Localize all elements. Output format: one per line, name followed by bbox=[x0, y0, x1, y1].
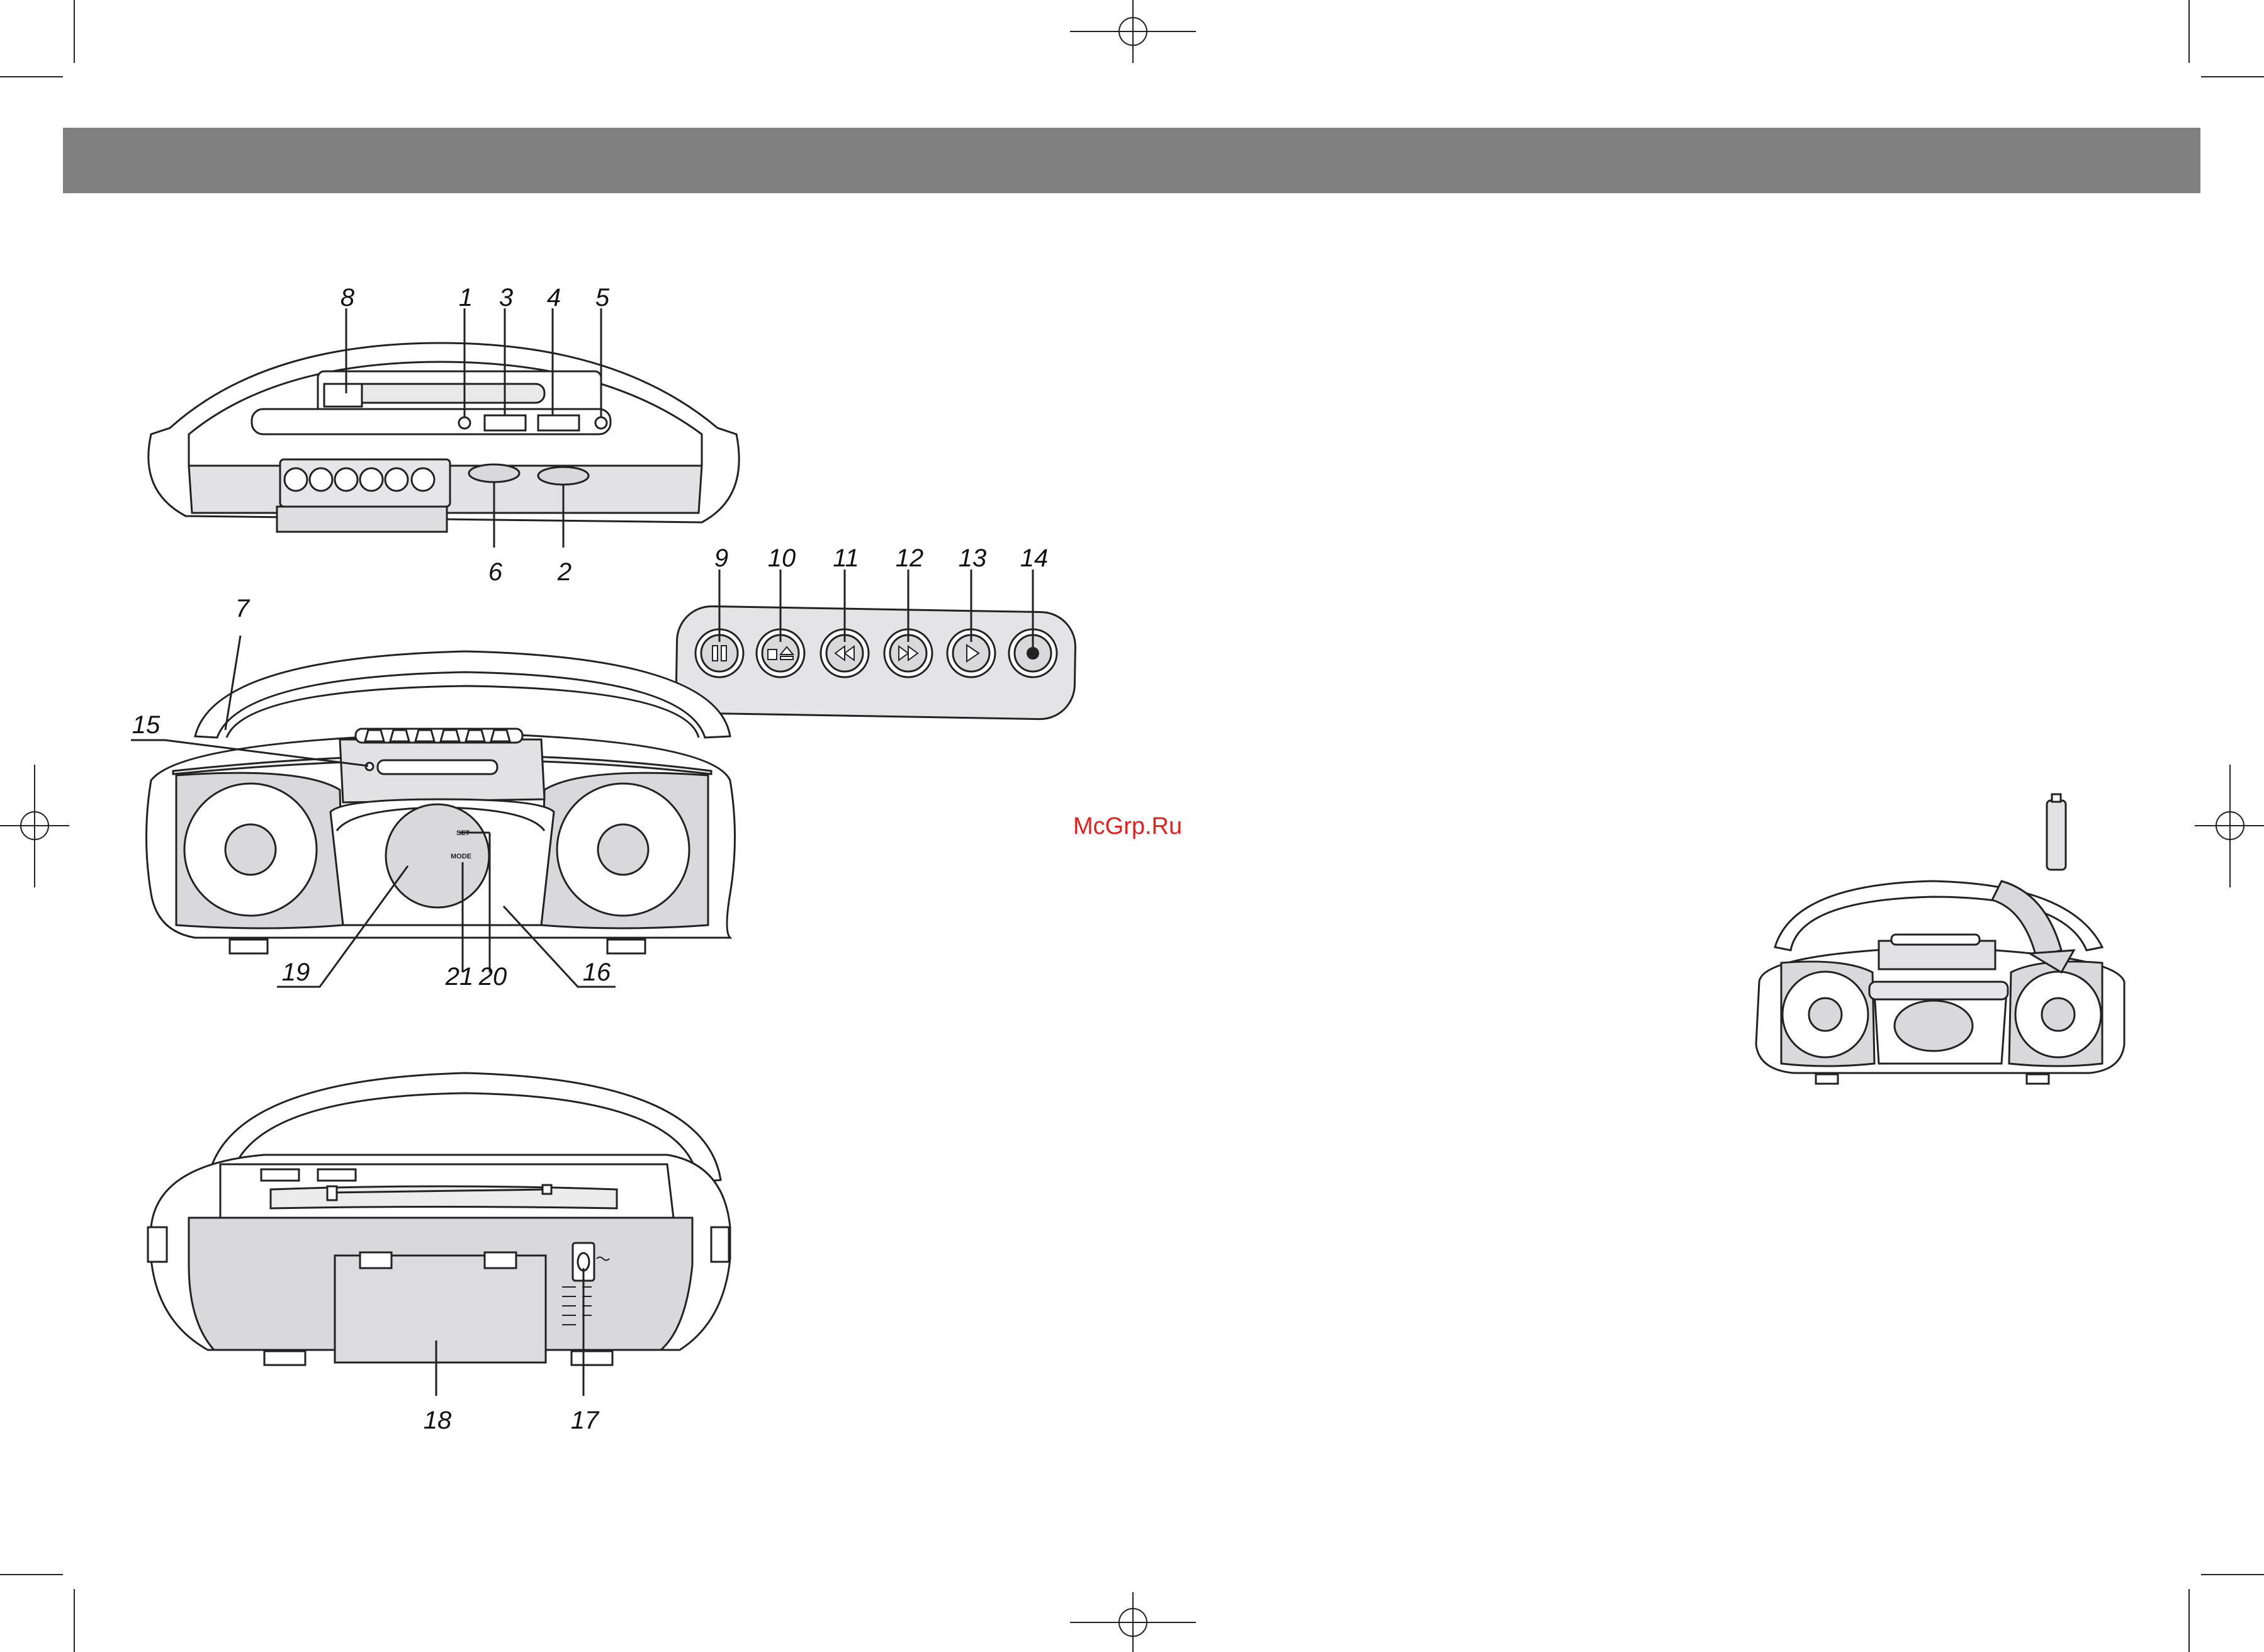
callout-21: 21 bbox=[445, 963, 474, 991]
button-panel-diagram bbox=[676, 606, 1076, 720]
callout-20: 20 bbox=[478, 963, 507, 991]
callout-16: 16 bbox=[583, 958, 611, 986]
callout-15: 15 bbox=[132, 711, 161, 739]
rear-view-diagram bbox=[148, 1073, 730, 1365]
record-icon bbox=[1027, 647, 1039, 660]
callout-3: 3 bbox=[499, 284, 513, 312]
callout-1: 1 bbox=[459, 284, 473, 312]
watermark-text: McGrp.Ru bbox=[1073, 813, 1182, 840]
registration-target-right bbox=[2195, 765, 2264, 887]
callout-18: 18 bbox=[424, 1407, 452, 1434]
callout-8: 8 bbox=[341, 284, 355, 312]
callout-19: 19 bbox=[282, 958, 310, 986]
callout-13: 13 bbox=[959, 544, 987, 572]
callout-5: 5 bbox=[595, 284, 610, 312]
callout-17: 17 bbox=[571, 1407, 600, 1434]
registration-target-top bbox=[1070, 0, 1196, 63]
callout-10: 10 bbox=[768, 544, 796, 572]
callout-2: 2 bbox=[557, 558, 572, 586]
callout-11: 11 bbox=[833, 544, 859, 572]
registration-target-left bbox=[0, 765, 69, 887]
callout-14: 14 bbox=[1020, 544, 1049, 572]
callout-12: 12 bbox=[896, 544, 924, 572]
front-view-diagram bbox=[147, 651, 735, 953]
registration-target-bottom bbox=[1070, 1592, 1196, 1652]
mode-label: MODE bbox=[451, 853, 471, 860]
battery-icon bbox=[2047, 794, 2066, 870]
callout-7: 7 bbox=[235, 595, 251, 622]
top-view-diagram bbox=[149, 343, 739, 532]
callout-6: 6 bbox=[488, 558, 503, 586]
set-label: SET bbox=[456, 829, 470, 837]
callout-9: 9 bbox=[714, 544, 728, 572]
battery-insert-diagram bbox=[1756, 881, 2124, 1084]
callout-4: 4 bbox=[547, 284, 561, 312]
